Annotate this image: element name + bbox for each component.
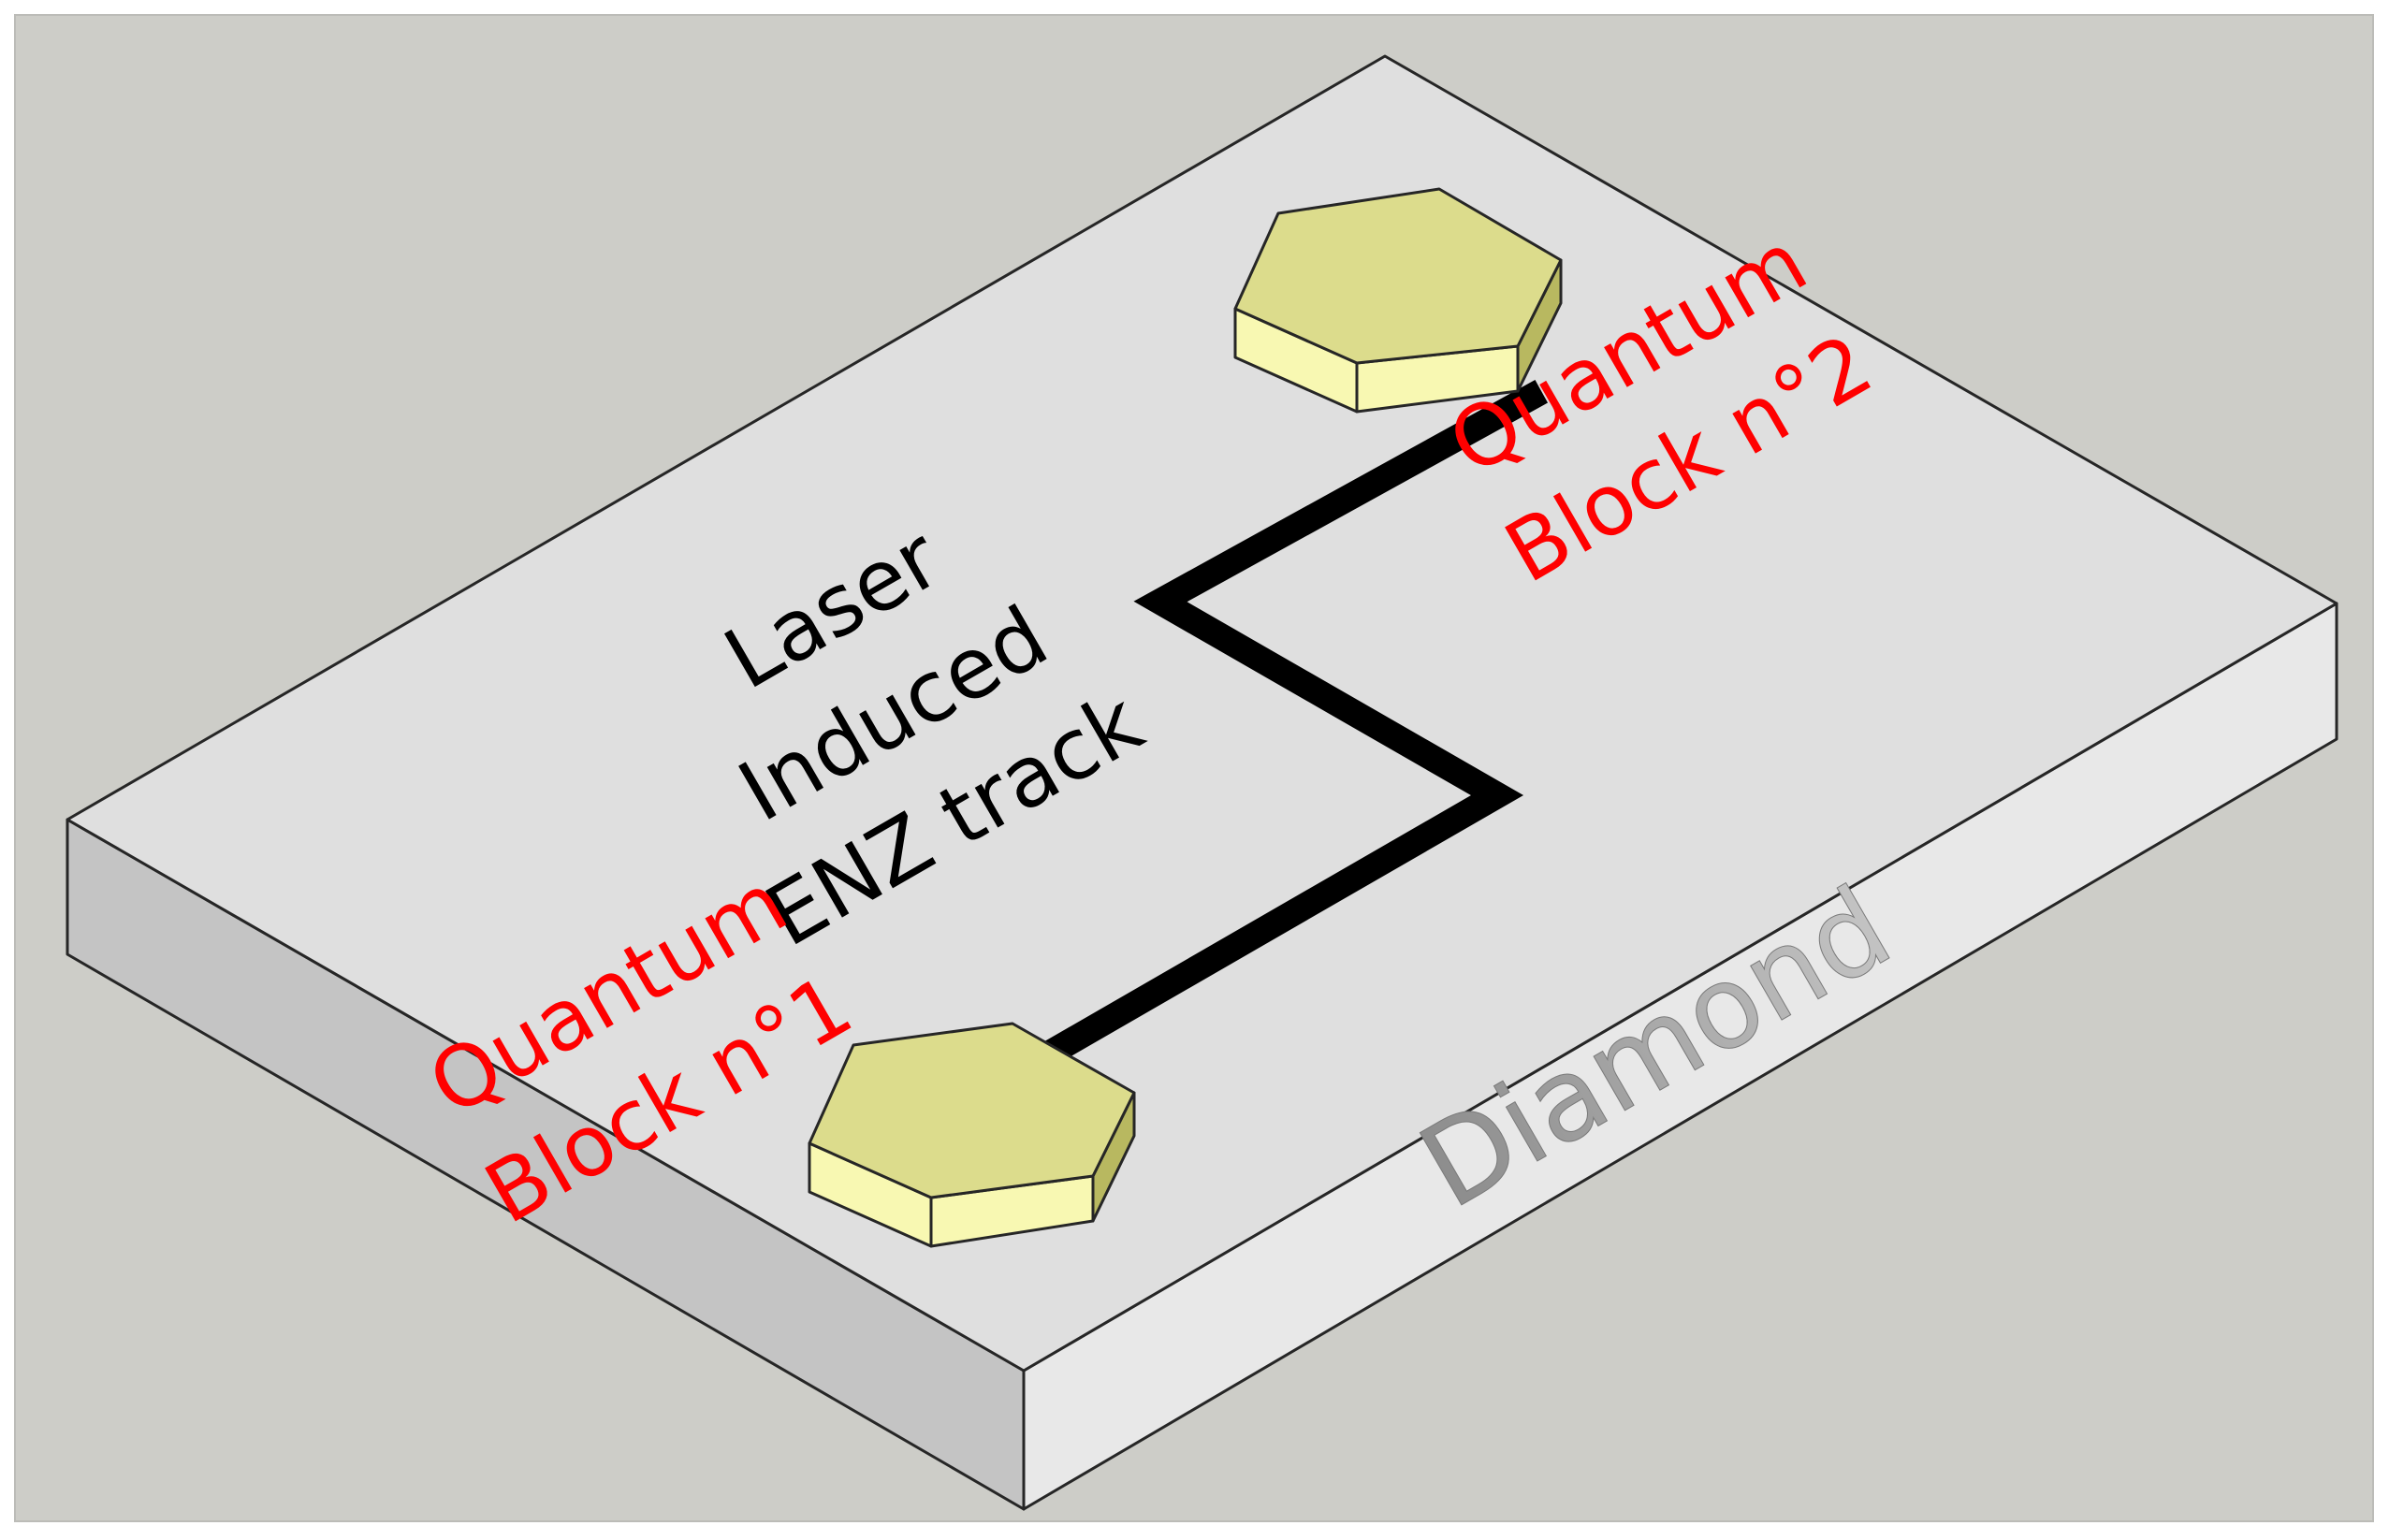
enz-track	[1029, 379, 1549, 1073]
quantum-block-1	[808, 1022, 1136, 1248]
substrate-top-face	[66, 54, 2338, 1373]
block-2-top	[1233, 187, 1563, 365]
diamond-substrate	[66, 54, 2338, 1511]
block-1-top	[808, 1022, 1136, 1199]
quantum-block-2	[1233, 187, 1563, 414]
